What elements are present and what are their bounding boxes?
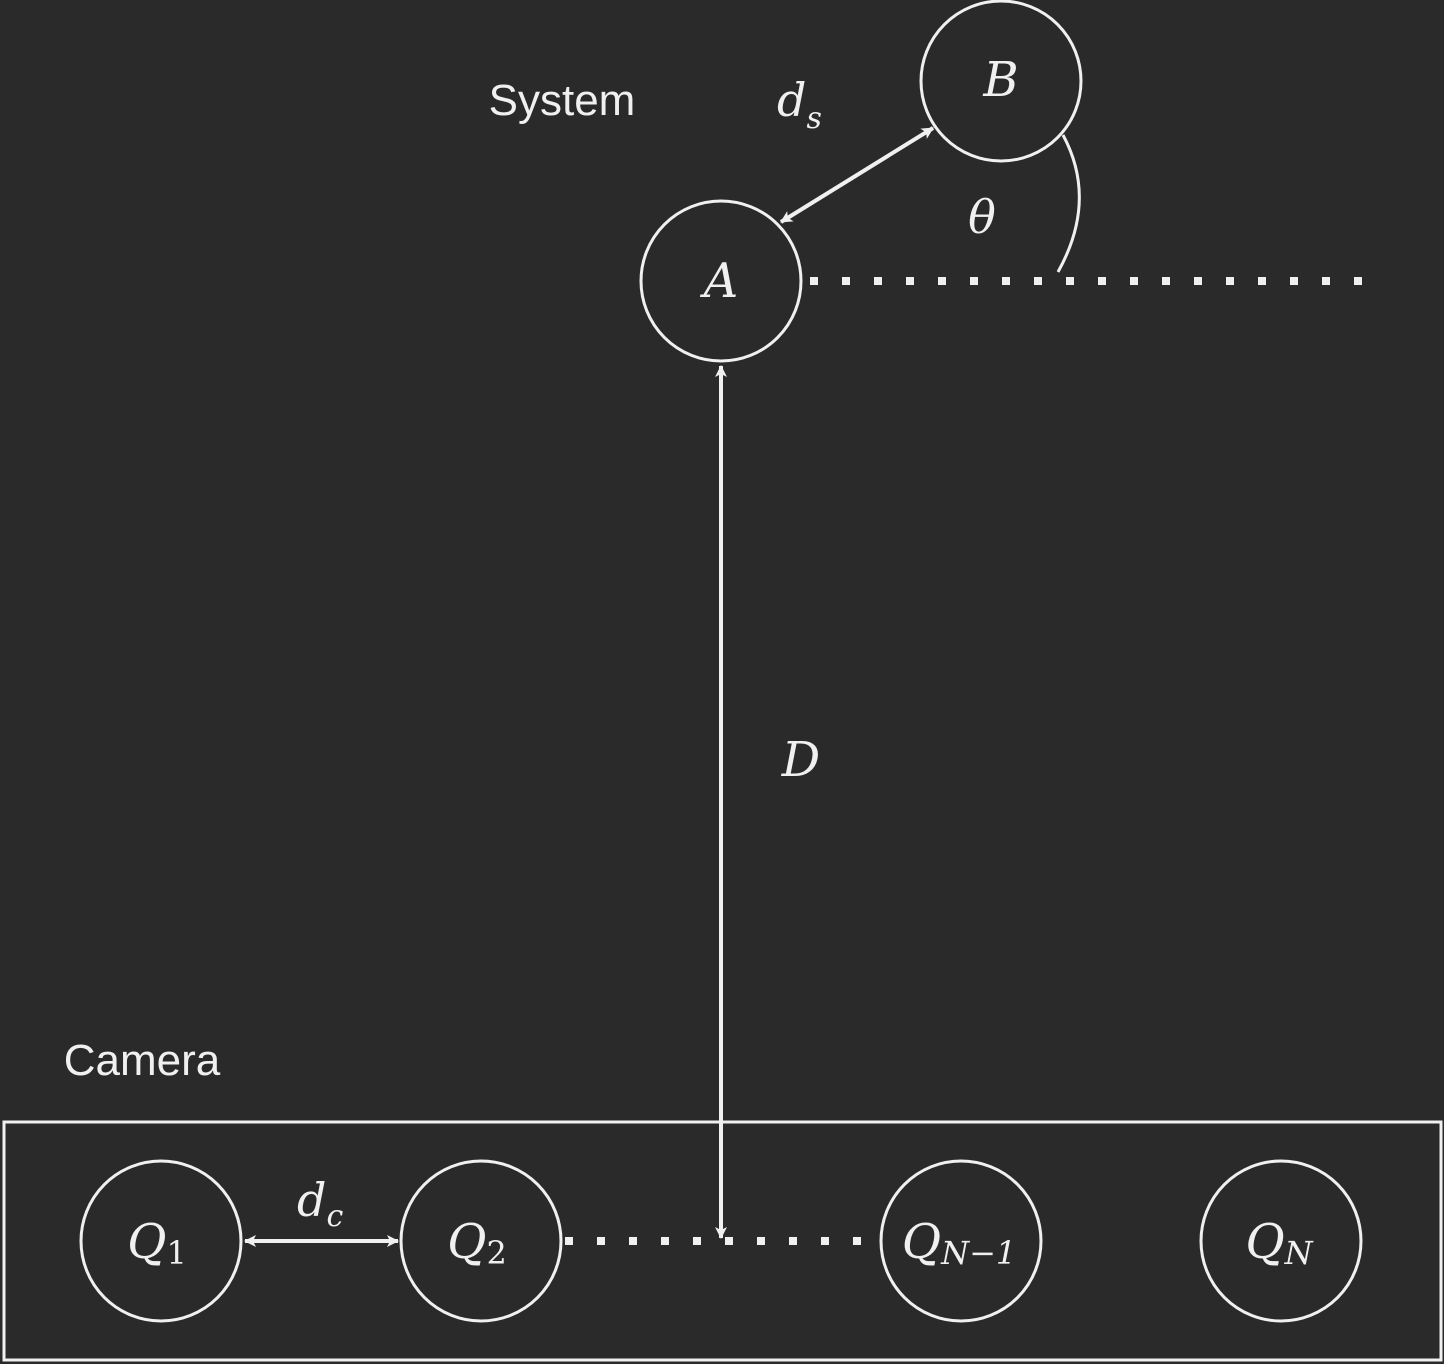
node-qn-1: QN−1 [879, 1159, 1043, 1323]
d-label: D [781, 732, 820, 788]
node-b: B [919, 0, 1083, 163]
node-qn-label: QN [1245, 1214, 1313, 1272]
ds-arrow [779, 126, 935, 224]
dc-label: dc [297, 1173, 343, 1234]
node-qn: QN [1199, 1159, 1363, 1323]
node-q1: Q1 [79, 1159, 243, 1323]
node-qn-1-label: QN−1 [902, 1214, 1017, 1272]
camera-label: Camera [64, 1036, 221, 1085]
node-a: A [639, 199, 803, 363]
theta-label: θ [968, 190, 996, 244]
node-q2: Q2 [399, 1159, 563, 1323]
node-b-label: B [982, 52, 1018, 108]
ds-label: ds [777, 73, 822, 136]
node-q1-label: Q1 [127, 1214, 187, 1272]
node-q2-label: Q2 [447, 1214, 507, 1272]
node-a-label: A [700, 253, 739, 309]
system-label: System [489, 76, 636, 125]
theta-arc [1056, 134, 1081, 273]
